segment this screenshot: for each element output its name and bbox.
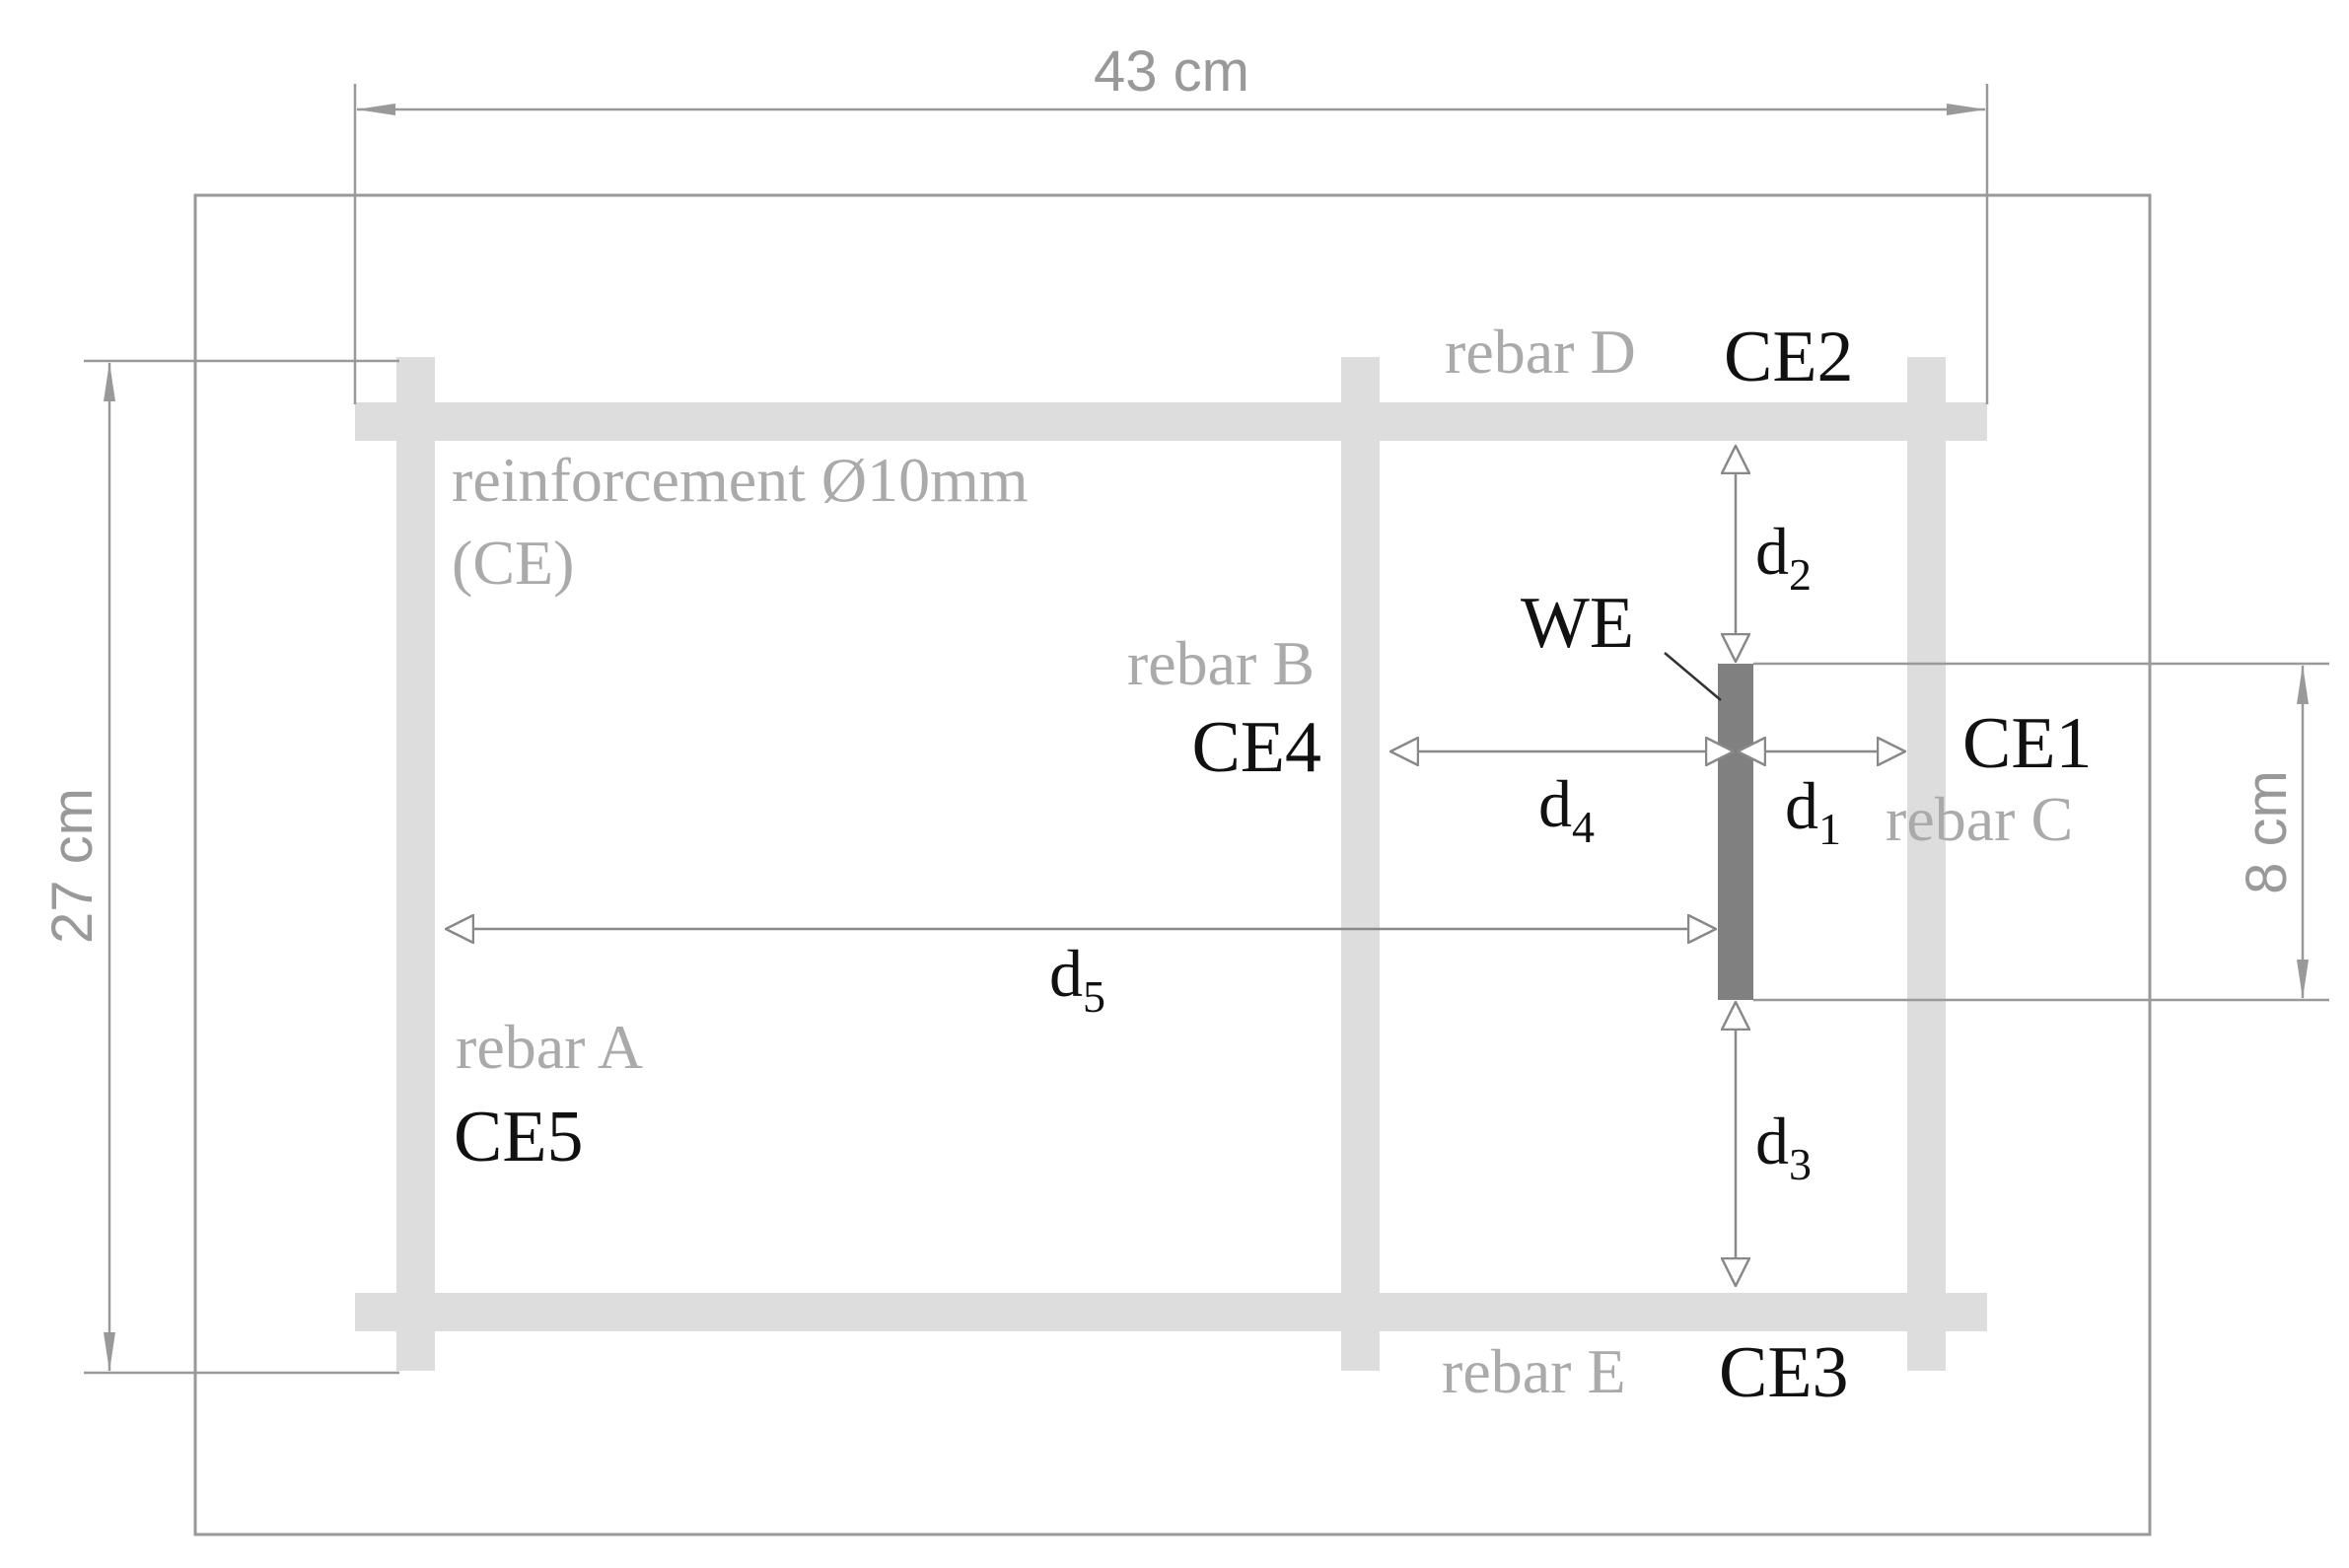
working-electrode (1718, 664, 1753, 1000)
rebar-b (1341, 357, 1380, 1371)
distance-arrows (446, 446, 1905, 1286)
rebar-grid (355, 357, 1987, 1371)
ce1-label: CE1 (1962, 703, 2093, 784)
height-dimension (84, 359, 399, 1375)
d4-label: d4 (1538, 766, 1595, 852)
rebar-a-label: rebar A (456, 1012, 643, 1082)
d1-label: d1 (1785, 768, 1841, 854)
reinforcement-label: reinforcement Ø10mm (452, 445, 1029, 515)
electrode-labels: CE2 CE4 CE1 CE5 CE3 WE (454, 317, 2093, 1413)
ce4-label: CE4 (1191, 707, 1321, 788)
d3-label: d3 (1755, 1104, 1812, 1189)
ce3-label: CE3 (1719, 1332, 1849, 1413)
width-dimension (353, 84, 1989, 404)
we-leader-line (1664, 652, 1722, 701)
reinforcement-ce-label: (CE) (452, 528, 574, 598)
rebar-d (355, 402, 1987, 441)
we-label: WE (1521, 583, 1634, 664)
ce5-label: CE5 (454, 1097, 584, 1177)
d2-label: d2 (1755, 514, 1812, 600)
distance-labels: d2 d4 d1 d5 d3 (1049, 514, 1841, 1189)
d5-label: d5 (1049, 936, 1105, 1022)
rebar-labels: reinforcement Ø10mm (CE) rebar D rebar B… (452, 317, 2073, 1406)
rebar-e-label: rebar E (1442, 1336, 1626, 1406)
height-label: 27 cm (40, 788, 105, 944)
we-length-dimension (1753, 662, 2329, 1002)
rebar-c (1907, 357, 1946, 1371)
rebar-d-label: rebar D (1445, 317, 1636, 387)
width-label: 43 cm (1094, 39, 1249, 104)
ce2-label: CE2 (1724, 317, 1854, 397)
specimen-outline (193, 193, 2152, 1536)
we-length-label: 8 cm (2235, 770, 2299, 894)
rebar-e (355, 1293, 1987, 1331)
rebar-a (396, 357, 435, 1371)
rebar-b-label: rebar B (1127, 628, 1315, 698)
rebar-c-label: rebar C (1886, 784, 2073, 854)
